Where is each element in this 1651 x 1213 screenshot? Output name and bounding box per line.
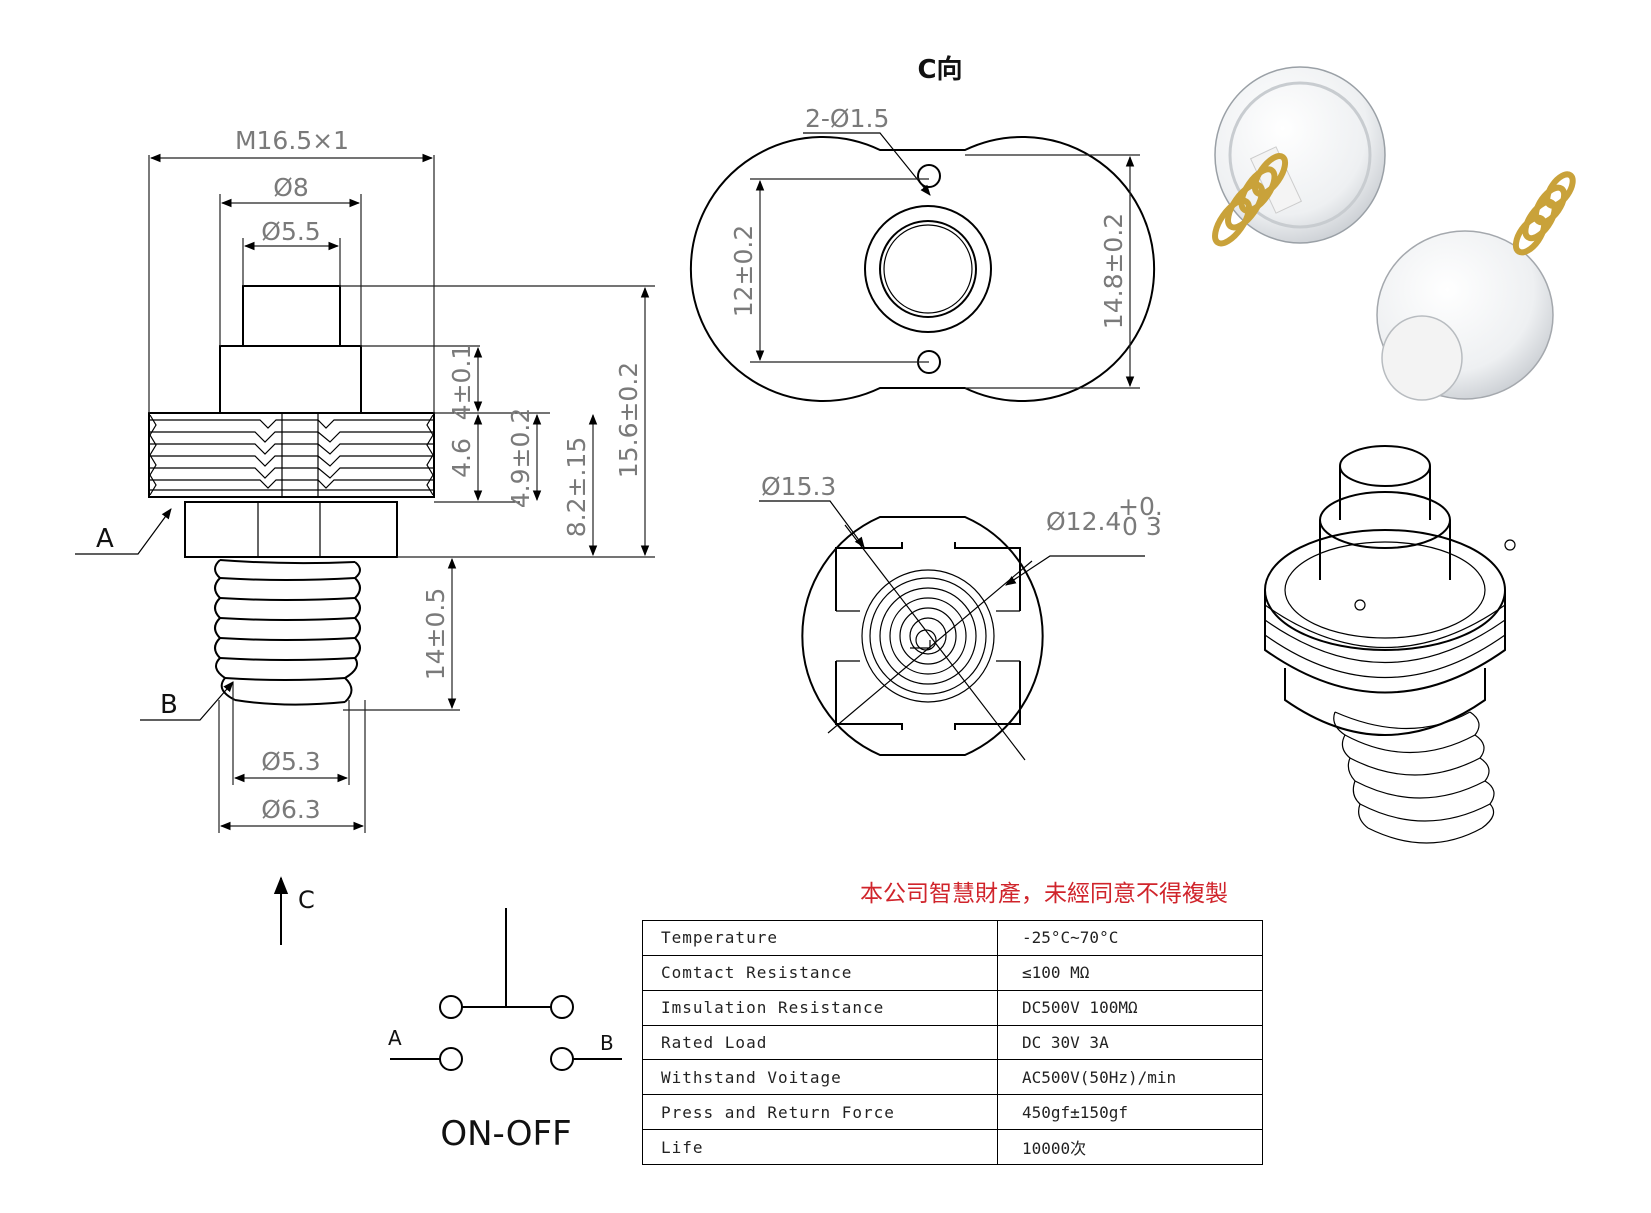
spec-name: Imsulation Resistance xyxy=(642,989,998,1026)
dim-h14: 14±0.5 xyxy=(421,588,450,681)
label-c: C xyxy=(298,886,315,914)
spec-value: -25°C~70°C xyxy=(997,920,1263,956)
bottom-view: Ø15.3 Ø12.4 +0. 0 3 xyxy=(759,472,1163,761)
dim-h14-8: 14.8±0.2 xyxy=(1099,213,1128,329)
dim-h8-2: 8.2±.15 xyxy=(562,437,591,537)
dim-h12: 12±0.2 xyxy=(729,225,758,318)
product-photo xyxy=(1212,66,1576,401)
circuit-label-a: A xyxy=(388,1026,402,1050)
spec-name: Rated Load xyxy=(642,1024,998,1061)
dim-h4-9: 4.9±0.2 xyxy=(506,408,535,508)
spec-name: Temperature xyxy=(642,920,998,956)
spec-name: Press and Return Force xyxy=(642,1094,998,1131)
copyright-notice: 本公司智慧財產，未經同意不得複製 xyxy=(860,881,1228,907)
dim-d12-4: Ø12.4 xyxy=(1046,507,1121,536)
spec-value: 10000次 xyxy=(997,1129,1263,1165)
gold-spring-icon xyxy=(1212,153,1289,247)
dim-d8: Ø8 xyxy=(273,173,309,202)
spec-value: AC500V(50Hz)/min xyxy=(997,1059,1263,1096)
dim-d5-3: Ø5.3 xyxy=(261,747,320,776)
spec-value: ≤100 MΩ xyxy=(997,954,1263,991)
circuit-caption: ON-OFF xyxy=(440,1114,571,1154)
isometric-drawing xyxy=(1264,445,1516,844)
c-view: C向 2-Ø1.5 12±0.2 14.8±0.2 xyxy=(689,54,1156,402)
spec-table: Temperature-25°C~70°C Comtact Resistance… xyxy=(642,920,1263,1165)
spec-value: DC500V 100MΩ xyxy=(997,989,1263,1026)
label-a: A xyxy=(96,524,114,554)
dim-d6-3: Ø6.3 xyxy=(261,795,320,824)
spec-name: Comtact Resistance xyxy=(642,954,998,991)
dim-d12-4-tol-upper: +0. xyxy=(1118,492,1163,521)
dim-h4: 4±0.1 xyxy=(447,344,476,421)
dim-d12-4-tol-lower: 0 3 xyxy=(1122,512,1162,541)
circuit-symbol: A B ON-OFF xyxy=(388,908,622,1154)
side-view: M16.5×1 Ø8 Ø5.5 4±0.1 4.6 4.9±0.2 8.2±.1… xyxy=(75,126,655,945)
c-view-title: C向 xyxy=(917,54,962,85)
thread-teeth xyxy=(149,413,434,497)
collar xyxy=(219,345,362,414)
base xyxy=(184,501,398,558)
plunger xyxy=(242,285,341,347)
circuit-label-b: B xyxy=(600,1031,614,1055)
spring xyxy=(214,559,361,706)
spec-name: Life xyxy=(642,1129,998,1165)
dim-h4-6: 4.6 xyxy=(447,438,476,478)
dim-d15-3: Ø15.3 xyxy=(761,472,836,501)
dim-d5-5: Ø5.5 xyxy=(261,217,320,246)
label-b: B xyxy=(160,690,178,720)
dim-holes: 2-Ø1.5 xyxy=(805,104,889,133)
table-row: Temperature-25°C~70°C xyxy=(642,920,1263,956)
table-row: Comtact Resistance≤100 MΩ xyxy=(642,954,1263,991)
gold-spring-icon xyxy=(1512,171,1576,256)
threaded-body xyxy=(148,412,435,498)
c-view-collar xyxy=(864,205,992,333)
dim-h15-6: 15.6±0.2 xyxy=(614,362,643,478)
dim-thread: M16.5×1 xyxy=(235,126,349,155)
spec-value: 450gf±150gf xyxy=(997,1094,1263,1131)
spec-name: Withstand Voitage xyxy=(642,1059,998,1096)
spec-value: DC 30V 3A xyxy=(997,1024,1263,1061)
bottom-view-outline xyxy=(801,516,1044,756)
